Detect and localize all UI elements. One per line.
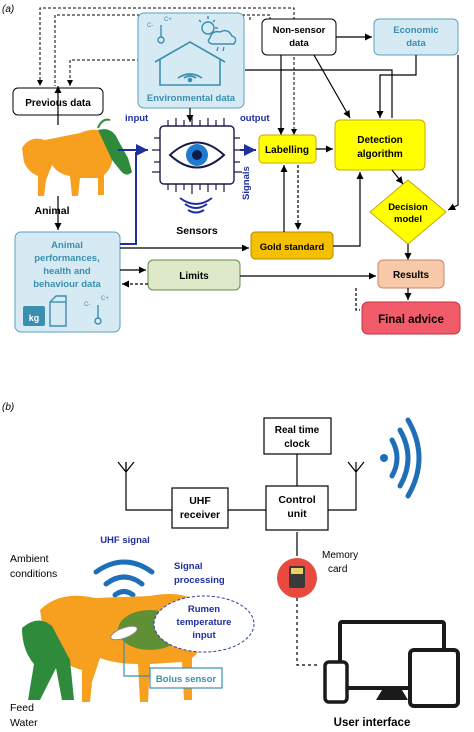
weight-scale-icon: kg	[23, 306, 45, 326]
control-unit-label-1: Control	[278, 494, 315, 506]
limits-arrows	[120, 266, 376, 288]
bolus-sensor-box: Bolus sensor	[149, 667, 223, 689]
final-advice-label: Final advice	[378, 314, 444, 326]
sensor-wifi-icon	[179, 197, 213, 214]
detection-label-1: Detection	[357, 135, 403, 146]
economic-data-box: Economic data	[373, 18, 459, 56]
antenna-wiring	[117, 454, 365, 556]
transmitter-wifi-icon	[380, 417, 422, 499]
performance-input-line	[120, 152, 137, 245]
decision-label-1: Decision	[388, 202, 428, 213]
memory-to-ui-line	[296, 598, 320, 666]
input-label: input	[125, 113, 149, 124]
rumen-label-2: temperature	[177, 617, 232, 628]
decision-arrows	[391, 55, 459, 260]
sensors-label: Sensors	[176, 225, 218, 237]
economic-label-2: data	[406, 38, 426, 49]
final-advice-box: Final advice	[361, 301, 461, 335]
panel-b-label: (b)	[2, 402, 14, 413]
memory-card-label-1: Memory	[322, 550, 358, 561]
limits-label: Limits	[179, 271, 209, 282]
labelling-label: Labelling	[265, 145, 309, 156]
animal-label: Animal	[34, 205, 69, 217]
uhf-signal-label: UHF signal	[100, 535, 150, 546]
ambient-label-2: conditions	[10, 568, 57, 580]
dashed-return-line	[355, 288, 360, 311]
environmental-data-box: C- C+ Environmental data	[137, 12, 245, 109]
house-icon	[154, 41, 226, 86]
environmental-data-label: Environmental data	[147, 93, 236, 104]
thermometer-icon-2: C- C+	[84, 296, 109, 325]
animal-perf-label-1: Animal	[51, 240, 83, 251]
non-sensor-data-box: Non-sensor data	[261, 18, 337, 56]
c-minus-label-2: C-	[84, 302, 90, 308]
real-time-label-1: Real time	[275, 425, 320, 436]
signals-label: Signals	[241, 166, 252, 200]
control-unit-label-2: unit	[287, 508, 307, 520]
memory-card-icon	[277, 558, 317, 598]
results-box: Results	[377, 259, 445, 289]
milk-carton-icon	[49, 295, 67, 327]
animal-icon	[22, 118, 132, 196]
control-unit-box: Control unit	[265, 485, 329, 531]
rumen-label-3: input	[192, 630, 216, 641]
gold-standard-box: Gold standard	[250, 231, 334, 260]
phone-icon	[323, 660, 349, 704]
detection-label-2: algorithm	[357, 149, 403, 160]
uhf-receiver-box: UHF receiver	[171, 487, 229, 529]
thermometer-icon: C- C+	[147, 17, 172, 44]
top-arrows	[54, 33, 417, 135]
signal-processing-label-1: Signal	[174, 561, 203, 572]
rumen-temperature-callout: Rumen temperature input	[153, 595, 255, 653]
detection-algorithm-box: Detection algorithm	[334, 119, 426, 171]
labelling-box: Labelling	[258, 134, 317, 164]
sun-cloud-icon	[198, 16, 237, 52]
ambient-label-1: Ambient	[10, 553, 49, 565]
rumen-label-1: Rumen	[188, 604, 220, 615]
non-sensor-label-2: data	[289, 38, 309, 49]
c-minus-label-env: C-	[147, 23, 153, 29]
animal-performances-box: Animal performances, health and behaviou…	[14, 231, 121, 333]
output-label: output	[240, 113, 270, 124]
uhf-receiver-label-2: receiver	[180, 509, 220, 521]
results-label: Results	[393, 270, 430, 281]
user-interface-label: User interface	[334, 717, 411, 729]
animal-perf-label-4: behaviour data	[33, 279, 101, 290]
economic-label-1: Economic	[393, 25, 438, 36]
real-time-clock-box: Real time clock	[263, 417, 332, 455]
decision-model-diamond: Decision model	[369, 179, 447, 245]
memory-card-label-2: card	[328, 564, 347, 575]
sensor-chip-icon	[152, 116, 242, 194]
decision-label-2: model	[394, 214, 422, 225]
panel-a-label: (a)	[2, 4, 14, 15]
bolus-sensor-label: Bolus sensor	[156, 674, 216, 685]
gold-standard-arrows	[120, 165, 364, 252]
tablet-icon	[408, 648, 460, 708]
c-plus-label-env: C+	[164, 17, 172, 23]
animal-perf-label-2: performances,	[34, 253, 99, 264]
kg-label: kg	[29, 313, 40, 323]
water-label: Water	[10, 717, 38, 729]
animal-perf-label-3: health and	[43, 266, 91, 277]
feed-label: Feed	[10, 702, 34, 714]
c-plus-label-2: C+	[101, 296, 109, 302]
gold-standard-label: Gold standard	[260, 242, 325, 253]
uhf-receiver-label-1: UHF	[189, 495, 211, 507]
signal-processing-label-2: processing	[174, 575, 225, 586]
limits-box: Limits	[147, 259, 241, 291]
real-time-label-2: clock	[284, 439, 310, 450]
non-sensor-label-1: Non-sensor	[273, 25, 326, 36]
bolus-pointer-line	[123, 638, 150, 677]
